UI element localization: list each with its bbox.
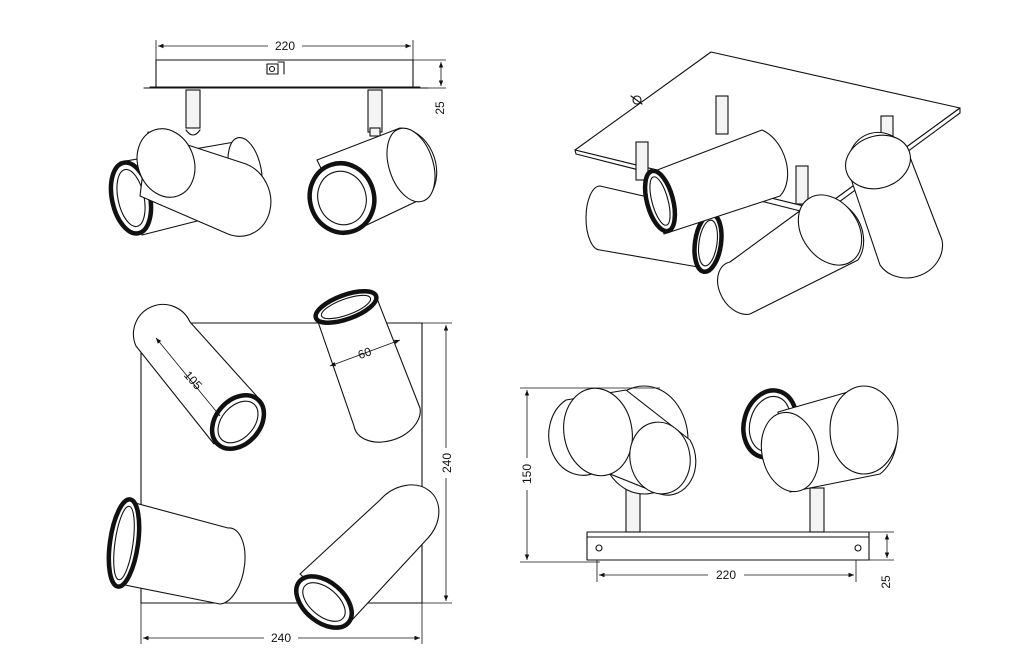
dim-diameter-plan: 60	[356, 344, 374, 362]
side-view-top: 220 25	[108, 39, 447, 237]
dim-width-bottom: 220	[716, 568, 736, 582]
side-view-bottom: 150 220 25	[520, 385, 899, 589]
dim-base-height-bottom: 25	[879, 575, 893, 589]
isometric-view	[574, 51, 961, 315]
dim-height-top: 25	[433, 101, 447, 115]
dim-width-top: 220	[275, 39, 295, 53]
dim-width-plan: 240	[271, 631, 291, 645]
dim-height-bottom: 150	[520, 464, 534, 484]
plan-view: 240 240 105 60	[106, 289, 454, 645]
dim-depth-plan: 240	[440, 453, 454, 473]
